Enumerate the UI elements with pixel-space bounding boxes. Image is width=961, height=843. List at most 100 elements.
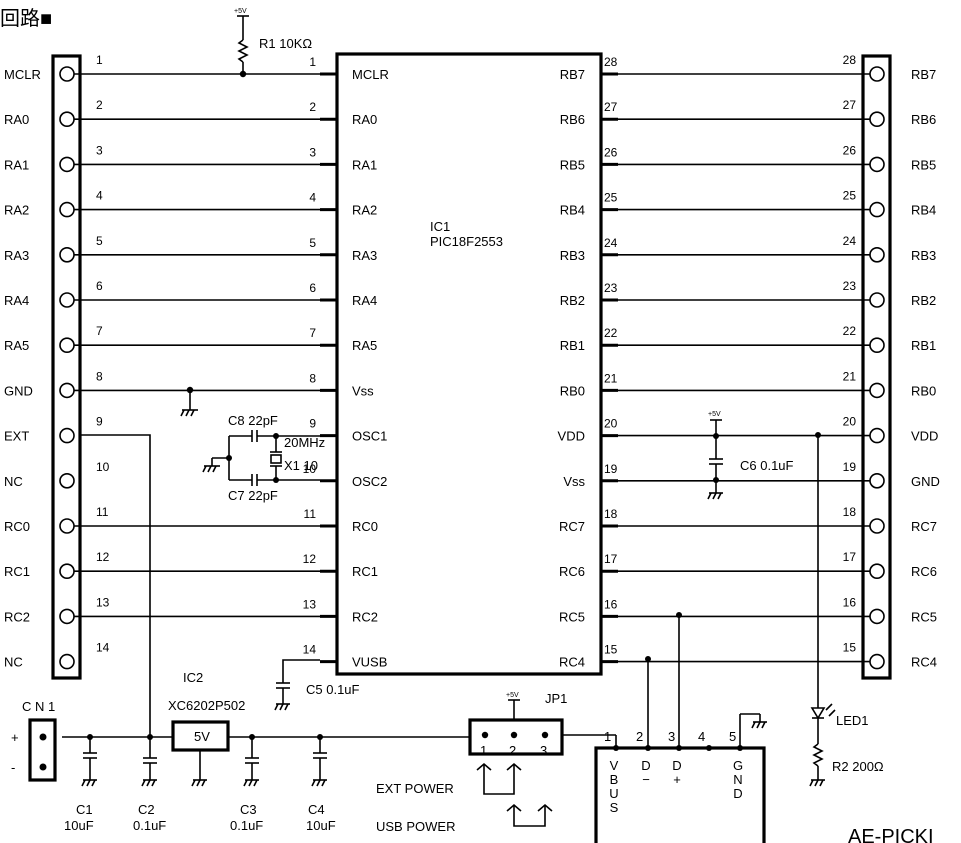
ic1-left-pin-number: 8 xyxy=(309,371,316,385)
usb-signal-vbus-char: S xyxy=(610,800,619,815)
ic1-right-pin-number: 28 xyxy=(604,55,618,69)
ic1-left-pin-number: 7 xyxy=(309,326,316,340)
ic1-right-pin-name: RB0 xyxy=(560,383,585,398)
left-header-pin-2 xyxy=(59,111,75,127)
left-header-label: RC0 xyxy=(4,519,30,534)
ic1-left-pin-number: 6 xyxy=(309,281,316,295)
left-header-number: 6 xyxy=(96,279,103,293)
ic1-right-pin-name: RC7 xyxy=(559,519,585,534)
c2-value: 0.1uF xyxy=(133,818,166,833)
usb-signal-gnd-char: N xyxy=(733,772,742,787)
left-header-number: 2 xyxy=(96,98,103,112)
usb-pin-number: 2 xyxy=(636,729,643,744)
cn1-plus-label: + xyxy=(11,730,19,745)
ic1-right-pin-name: RB1 xyxy=(560,338,585,353)
right-header-label: RC5 xyxy=(911,609,937,624)
left-header-label: GND xyxy=(4,383,33,398)
right-header-pin-15 xyxy=(869,653,885,670)
left-header-pin-1 xyxy=(59,66,75,82)
ic1-left-pin-number: 9 xyxy=(309,417,316,431)
jp1-pin-3: 3 xyxy=(540,743,547,758)
left-header-label: RA1 xyxy=(4,157,29,172)
right-header-label: GND xyxy=(911,474,940,489)
c4-capacitor xyxy=(311,734,327,787)
xtal-freq-label: 20MHz xyxy=(284,435,325,450)
c5-capacitor xyxy=(274,659,320,711)
right-header-label: RB0 xyxy=(911,383,936,398)
left-header-strip xyxy=(51,54,82,680)
ic1-left-pin-name: RC1 xyxy=(352,564,378,579)
right-header-label: RB5 xyxy=(911,157,936,172)
usb-pin-number: 3 xyxy=(668,729,675,744)
c2-ref: C2 xyxy=(138,802,155,817)
ic1-left-pin-number: 10 xyxy=(303,462,317,476)
ic1-body xyxy=(335,52,603,676)
jp1-pin-1: 1 xyxy=(480,743,487,758)
right-header-pin-28 xyxy=(869,66,885,82)
ic1-right-pin-number: 15 xyxy=(604,643,618,657)
r1-supply-label: +5V xyxy=(234,8,247,15)
ic1-right-pin-number: 21 xyxy=(604,371,618,385)
ic1-right-pin-number: 22 xyxy=(604,326,618,340)
left-header-number: 11 xyxy=(96,505,109,519)
ic1-right-pin-name: RC4 xyxy=(559,655,585,670)
usb-signal-vbus-char: B xyxy=(610,772,619,787)
jp1-pin-2: 2 xyxy=(509,743,516,758)
ic1-right-pin-number: 26 xyxy=(604,145,618,159)
left-header-pin-3 xyxy=(59,156,75,173)
right-header-label: RB4 xyxy=(911,203,936,218)
ic1-right-pin-name: RB5 xyxy=(560,157,585,172)
right-header-pin-23 xyxy=(869,292,885,308)
ic1-right-pin-name: RB2 xyxy=(560,293,585,308)
right-header-label: RC7 xyxy=(911,519,937,534)
c3-value: 0.1uF xyxy=(230,818,263,833)
left-header-pin-12 xyxy=(59,563,75,580)
left-header-number: 7 xyxy=(96,324,103,338)
usb-signal-gnd-char: D xyxy=(733,786,742,801)
c3-ref: C3 xyxy=(240,802,257,817)
jp1-jumper[interactable] xyxy=(468,718,564,756)
left-header-label: RC2 xyxy=(4,609,30,624)
ic1-part: PIC18F2553 xyxy=(430,234,503,249)
r1-resistor xyxy=(237,15,249,78)
ic1-right-pin-number: 16 xyxy=(604,597,618,611)
usb-signal-dminus-char: − xyxy=(642,772,650,787)
right-header-pin-21 xyxy=(869,382,885,399)
ic1-right-pin-name: RB3 xyxy=(560,248,585,263)
ic1-left-pin-number: 5 xyxy=(309,236,316,250)
left-header-number: 9 xyxy=(96,415,103,429)
left-header-number: 4 xyxy=(96,189,103,203)
ic1-left-pin-name: RA3 xyxy=(352,248,377,263)
right-header-label: RB1 xyxy=(911,338,936,353)
left-header-label: EXT xyxy=(4,429,29,444)
right-header-pin-19 xyxy=(869,472,885,489)
right-header-number: 22 xyxy=(843,324,857,338)
usb-signal-dminus-char: D xyxy=(641,758,650,773)
right-header-pin-17 xyxy=(869,563,885,580)
usb-pin-number: 4 xyxy=(698,729,705,744)
usb-signal-dplus-char: + xyxy=(673,772,681,787)
right-header-number: 15 xyxy=(843,641,857,655)
ic2-value: 5V xyxy=(194,729,210,744)
ground-symbol-pin8 xyxy=(180,386,198,417)
left-header-pin-14 xyxy=(59,653,75,670)
ic1-right-pin-number: 19 xyxy=(604,462,618,476)
right-header-number: 27 xyxy=(843,98,857,112)
left-header-number: 3 xyxy=(96,143,103,157)
ic1-right-pin-number: 18 xyxy=(604,507,618,521)
usb-signal-vbus-char: U xyxy=(609,786,618,801)
left-header-pin-8 xyxy=(59,382,75,399)
right-header-label: VDD xyxy=(911,429,938,444)
usb-data-wiring xyxy=(645,612,682,748)
right-header-pin-24 xyxy=(869,247,885,263)
right-header-label: RB3 xyxy=(911,248,936,263)
ic1-left-pin-name: RA1 xyxy=(352,157,377,172)
c3-capacitor xyxy=(243,734,259,787)
left-header-number: 5 xyxy=(96,234,103,248)
left-header-number: 1 xyxy=(96,53,103,67)
cn1-minus-label: - xyxy=(11,760,15,775)
ic1-right-pin-number: 24 xyxy=(604,236,618,250)
ic1-right-pin-name: RC5 xyxy=(559,609,585,624)
